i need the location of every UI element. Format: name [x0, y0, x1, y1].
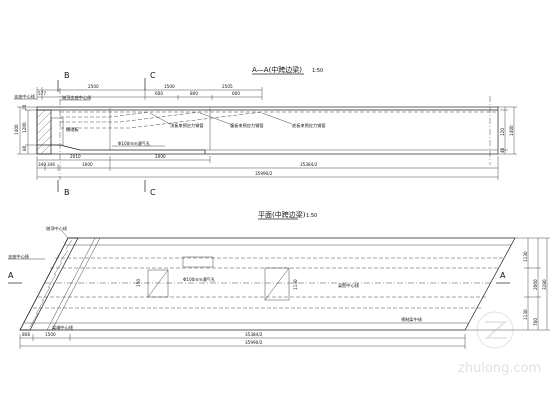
section-support-center-label: 墩顶支座中心线: [62, 94, 92, 101]
plan-outline: [19, 237, 516, 331]
section-end-block: [37, 144, 206, 154]
section-dim-h1200: 1200: [22, 122, 27, 133]
section-dim-800: 800: [190, 91, 198, 96]
plan-right-dims: [465, 237, 550, 331]
section-dim-340: 340: [38, 162, 46, 167]
plan-box-2-diag: [264, 267, 290, 301]
plan-mark-a-left-label: A: [8, 271, 14, 280]
section-right-dims: [489, 96, 517, 165]
section-left-dims: [17, 106, 37, 155]
plan-end-center-label: 梁端中心线: [52, 324, 74, 331]
section-dim-h80: 80: [22, 145, 27, 151]
watermark-logo-mark: [484, 321, 508, 339]
plan-bearing-leader: [61, 230, 69, 239]
plan-dim-w150: 150: [136, 279, 141, 287]
section-dim-577: 577: [38, 91, 46, 96]
section-vent-label: Φ100mm通气孔: [118, 140, 151, 147]
section-dim-2010: 2010: [70, 154, 81, 159]
section-dim-r120: 120: [500, 128, 505, 136]
plan-bearing-plate-label: 预制梁中线: [401, 316, 423, 323]
section-cross-beam-label: 横隔板: [66, 126, 79, 133]
section-dim-r1400: 1400: [509, 125, 514, 136]
section-cross-beam: [50, 117, 64, 146]
section-leader-1: [149, 112, 171, 125]
section-bottom-dims: [36, 156, 499, 180]
plan-box-2: [264, 267, 290, 301]
plan-bearing-center-label: 墩顶中心线: [46, 225, 68, 232]
section-outline: [36, 106, 499, 155]
section-dim-2500: 2500: [88, 84, 99, 89]
section-dim-35990: 35990/2: [255, 171, 273, 176]
plan-dim-r2060: 2060: [533, 279, 538, 290]
plan-dim-r700: 700: [533, 318, 538, 326]
plan-cross-beam: [46, 237, 101, 331]
section-mark-b-top-label: B: [64, 71, 70, 80]
plan-dim-r3280: 3280: [542, 279, 547, 290]
plan-title: 平面(中跨边梁): [258, 210, 306, 219]
plan-dim-1500: 1500: [45, 332, 56, 337]
section-dim-600b: 600: [232, 91, 240, 96]
plan-box-1: [147, 269, 169, 298]
section-diaphragm-label-1: 顶板束预应力钢管: [170, 122, 204, 129]
watermark: zhulong.com: [458, 311, 541, 376]
plan-box-1-diag: [147, 269, 169, 298]
section-leader-2: [199, 112, 231, 125]
section-diaphragm-label-3: 底板束预应力钢管: [292, 122, 326, 129]
plan-view: 平面(中跨边梁) 1:50 Φ100m: [8, 210, 550, 349]
section-dim-346: 346: [47, 162, 55, 167]
section-dim-2505: 2505: [222, 84, 233, 89]
plan-vent-label: Φ100mm通气孔: [183, 276, 216, 283]
plan-scale: 1:50: [306, 213, 317, 219]
section-top-dims: [36, 87, 263, 100]
section-mark-c-bottom-label: C: [150, 188, 156, 197]
plan-vent-box: [182, 256, 214, 268]
section-diaphragm-label-2: 腹板束预应力钢管: [230, 122, 264, 129]
section-dim-h1400: 1400: [14, 124, 19, 135]
section-mark-b-bottom-label: B: [64, 188, 70, 197]
section-dim-2000: 2000: [155, 154, 166, 159]
section-dim-35384: 35384/2: [300, 162, 318, 167]
watermark-text: zhulong.com: [458, 361, 541, 376]
section-view: A—A(中跨边梁) 1:50 横隔板: [14, 65, 517, 197]
plan-dim-r1130b: 1130: [523, 309, 528, 320]
section-duct-3: [60, 111, 263, 129]
plan-dim-w1130: 1130: [293, 279, 298, 290]
plan-dim-r1130: 1130: [523, 251, 528, 262]
watermark-logo-icon: [476, 311, 514, 349]
plan-dim-35990: 35990/2: [245, 340, 263, 345]
plan-support-center-label: 支座中心线: [8, 253, 30, 260]
plan-girder-center-label: 梁肋中心线: [338, 282, 360, 289]
plan-mark-a-right-label: A: [500, 271, 506, 280]
section-dim-1600: 1600: [82, 162, 93, 167]
section-leader-3: [261, 112, 293, 125]
plan-dim-35384: 35384/2: [245, 332, 263, 337]
section-mark-c-top-label: C: [150, 71, 156, 80]
section-dim-600a: 600: [155, 91, 163, 96]
section-duct-2: [60, 111, 201, 123]
plan-end-diaphragm: [19, 237, 79, 331]
plan-bottom-dims: [19, 334, 466, 349]
section-dim-1500: 1500: [164, 84, 175, 89]
section-end-hatch: [36, 109, 52, 155]
section-bearing-center-label: 支座中心线: [14, 93, 36, 100]
section-scale: 1:50: [312, 68, 323, 74]
section-duct-1: [60, 111, 151, 118]
section-dim-h20: 20: [22, 104, 27, 110]
plan-end-hatch: [29, 239, 73, 328]
plan-dim-808: 808: [22, 332, 30, 337]
section-title: A—A(中跨边梁): [252, 65, 302, 74]
section-dim-r40: 40: [500, 147, 505, 153]
